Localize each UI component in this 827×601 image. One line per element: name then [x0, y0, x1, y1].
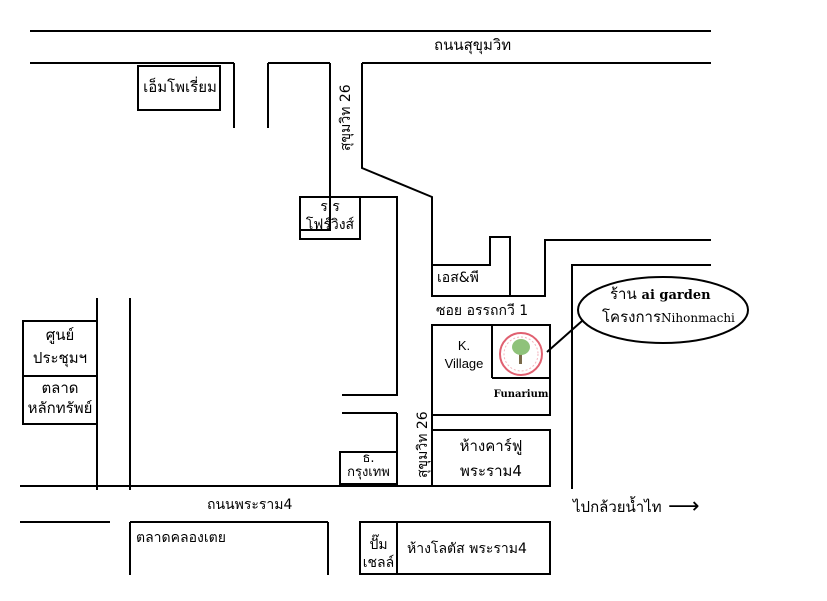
callout-line1: ร้าน ai garden — [610, 285, 711, 303]
lotus-store-label: ห้างโลตัส พระราม4 — [407, 541, 527, 557]
k-village-label-line1: K. — [457, 338, 471, 353]
bangkok-bank-label-line2: กรุงเทพ — [347, 465, 390, 480]
carrefour-label-line1: ห้างคาร์ฟู — [459, 437, 523, 455]
k-village-label-line2: Village — [444, 356, 484, 371]
direction-arrow-icon: ⟶ — [668, 494, 700, 519]
convention-center-label-line2: ประชุมฯ — [32, 349, 88, 367]
four-wings-label-line1: ร.ร — [320, 199, 340, 215]
sukhumvit-road-label: ถนนสุขุมวิท — [434, 36, 512, 54]
stock-market-label-line1: ตลาด — [41, 379, 79, 397]
callout-pointer — [546, 320, 583, 353]
s-and-p-label: เอส&พี — [437, 270, 479, 286]
callout-project-prefix: โครงการ — [602, 308, 662, 326]
callout-shop-prefix: ร้าน — [610, 285, 637, 303]
callout-project-name: Nihonmachi — [661, 311, 735, 325]
callout-shop-name: ai garden — [641, 288, 711, 303]
sukhumvit26-lower-label: สุขุมวิท 26 — [415, 411, 431, 478]
emporium-label: เอ็มโพเรี่ยม — [143, 78, 217, 96]
callout-line2: โครงการNihonmachi — [602, 310, 735, 325]
soi-aree-label: ซอย อรรถกวี 1 — [436, 303, 529, 319]
khlong-toei-market-label: ตลาดคลองเตย — [136, 530, 226, 546]
funarium-label: Funarium — [493, 389, 549, 400]
four-wings-label-line2: โฟร์วิงส์ — [305, 217, 355, 233]
ai-garden-logo — [499, 332, 543, 376]
stock-market-label-line2: หลักทรัพย์ — [27, 399, 93, 417]
rama4-road-label: ถนนพระราม4 — [207, 497, 293, 513]
callout-bubble — [577, 276, 749, 344]
carrefour-label-line2: พระราม4 — [460, 462, 522, 480]
shell-station-label-line2: เชลล์ — [362, 555, 395, 571]
convention-center-label-line1: ศูนย์ — [45, 326, 75, 344]
shell-station-label-line1: ปั๊ม — [369, 537, 388, 553]
bangkok-bank-label-line1: ธ. — [362, 451, 375, 466]
sukhumvit26-upper-label: สุขุมวิท 26 — [338, 84, 354, 151]
to-kluaynamthai-label: ไปกล้วยน้ำไท — [573, 498, 662, 516]
